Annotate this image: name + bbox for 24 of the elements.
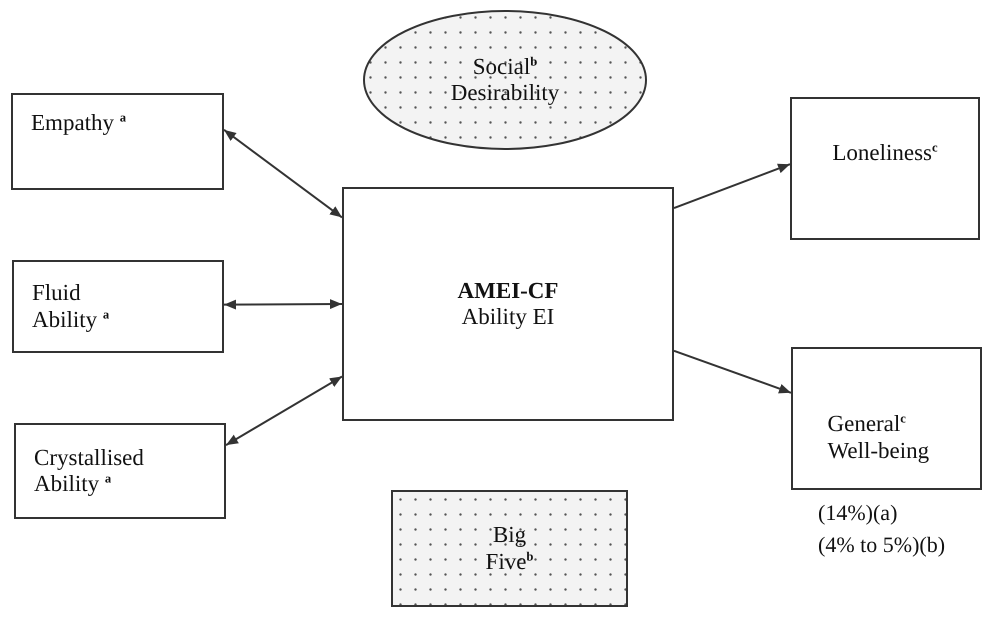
note-text: (4% to 5%)(b) [818, 532, 946, 558]
construct-box [11, 93, 224, 190]
node-label: Empathy $^{a}$ [31, 110, 126, 136]
construct-box [790, 97, 980, 240]
arrow [224, 299, 342, 310]
node-label: Social$^{b}$ Desirability [450, 54, 560, 106]
node-label: General$^{c}$ Well-being [828, 411, 930, 464]
arrow [226, 376, 342, 446]
node-label: Loneliness$^{c}$ [832, 140, 938, 167]
construct-box [14, 423, 226, 519]
node-label: Big Five$^{b}$ [484, 522, 534, 575]
node-label: Crystallised Ability $^{a}$ [34, 444, 145, 498]
node-heading: AMEI-CF [458, 278, 558, 304]
construct-box [791, 347, 982, 490]
construct-box [391, 490, 628, 607]
arrow [674, 163, 790, 209]
construct-box [342, 187, 674, 421]
arrow [223, 129, 343, 218]
arrow [674, 350, 792, 394]
node-label: Ability EI [462, 304, 554, 330]
construct-box [12, 260, 224, 353]
note-text: (14%)(a) [818, 500, 898, 526]
construct-ellipse [363, 10, 647, 150]
node-label: Fluid Ability $^{a}$ [32, 280, 110, 333]
